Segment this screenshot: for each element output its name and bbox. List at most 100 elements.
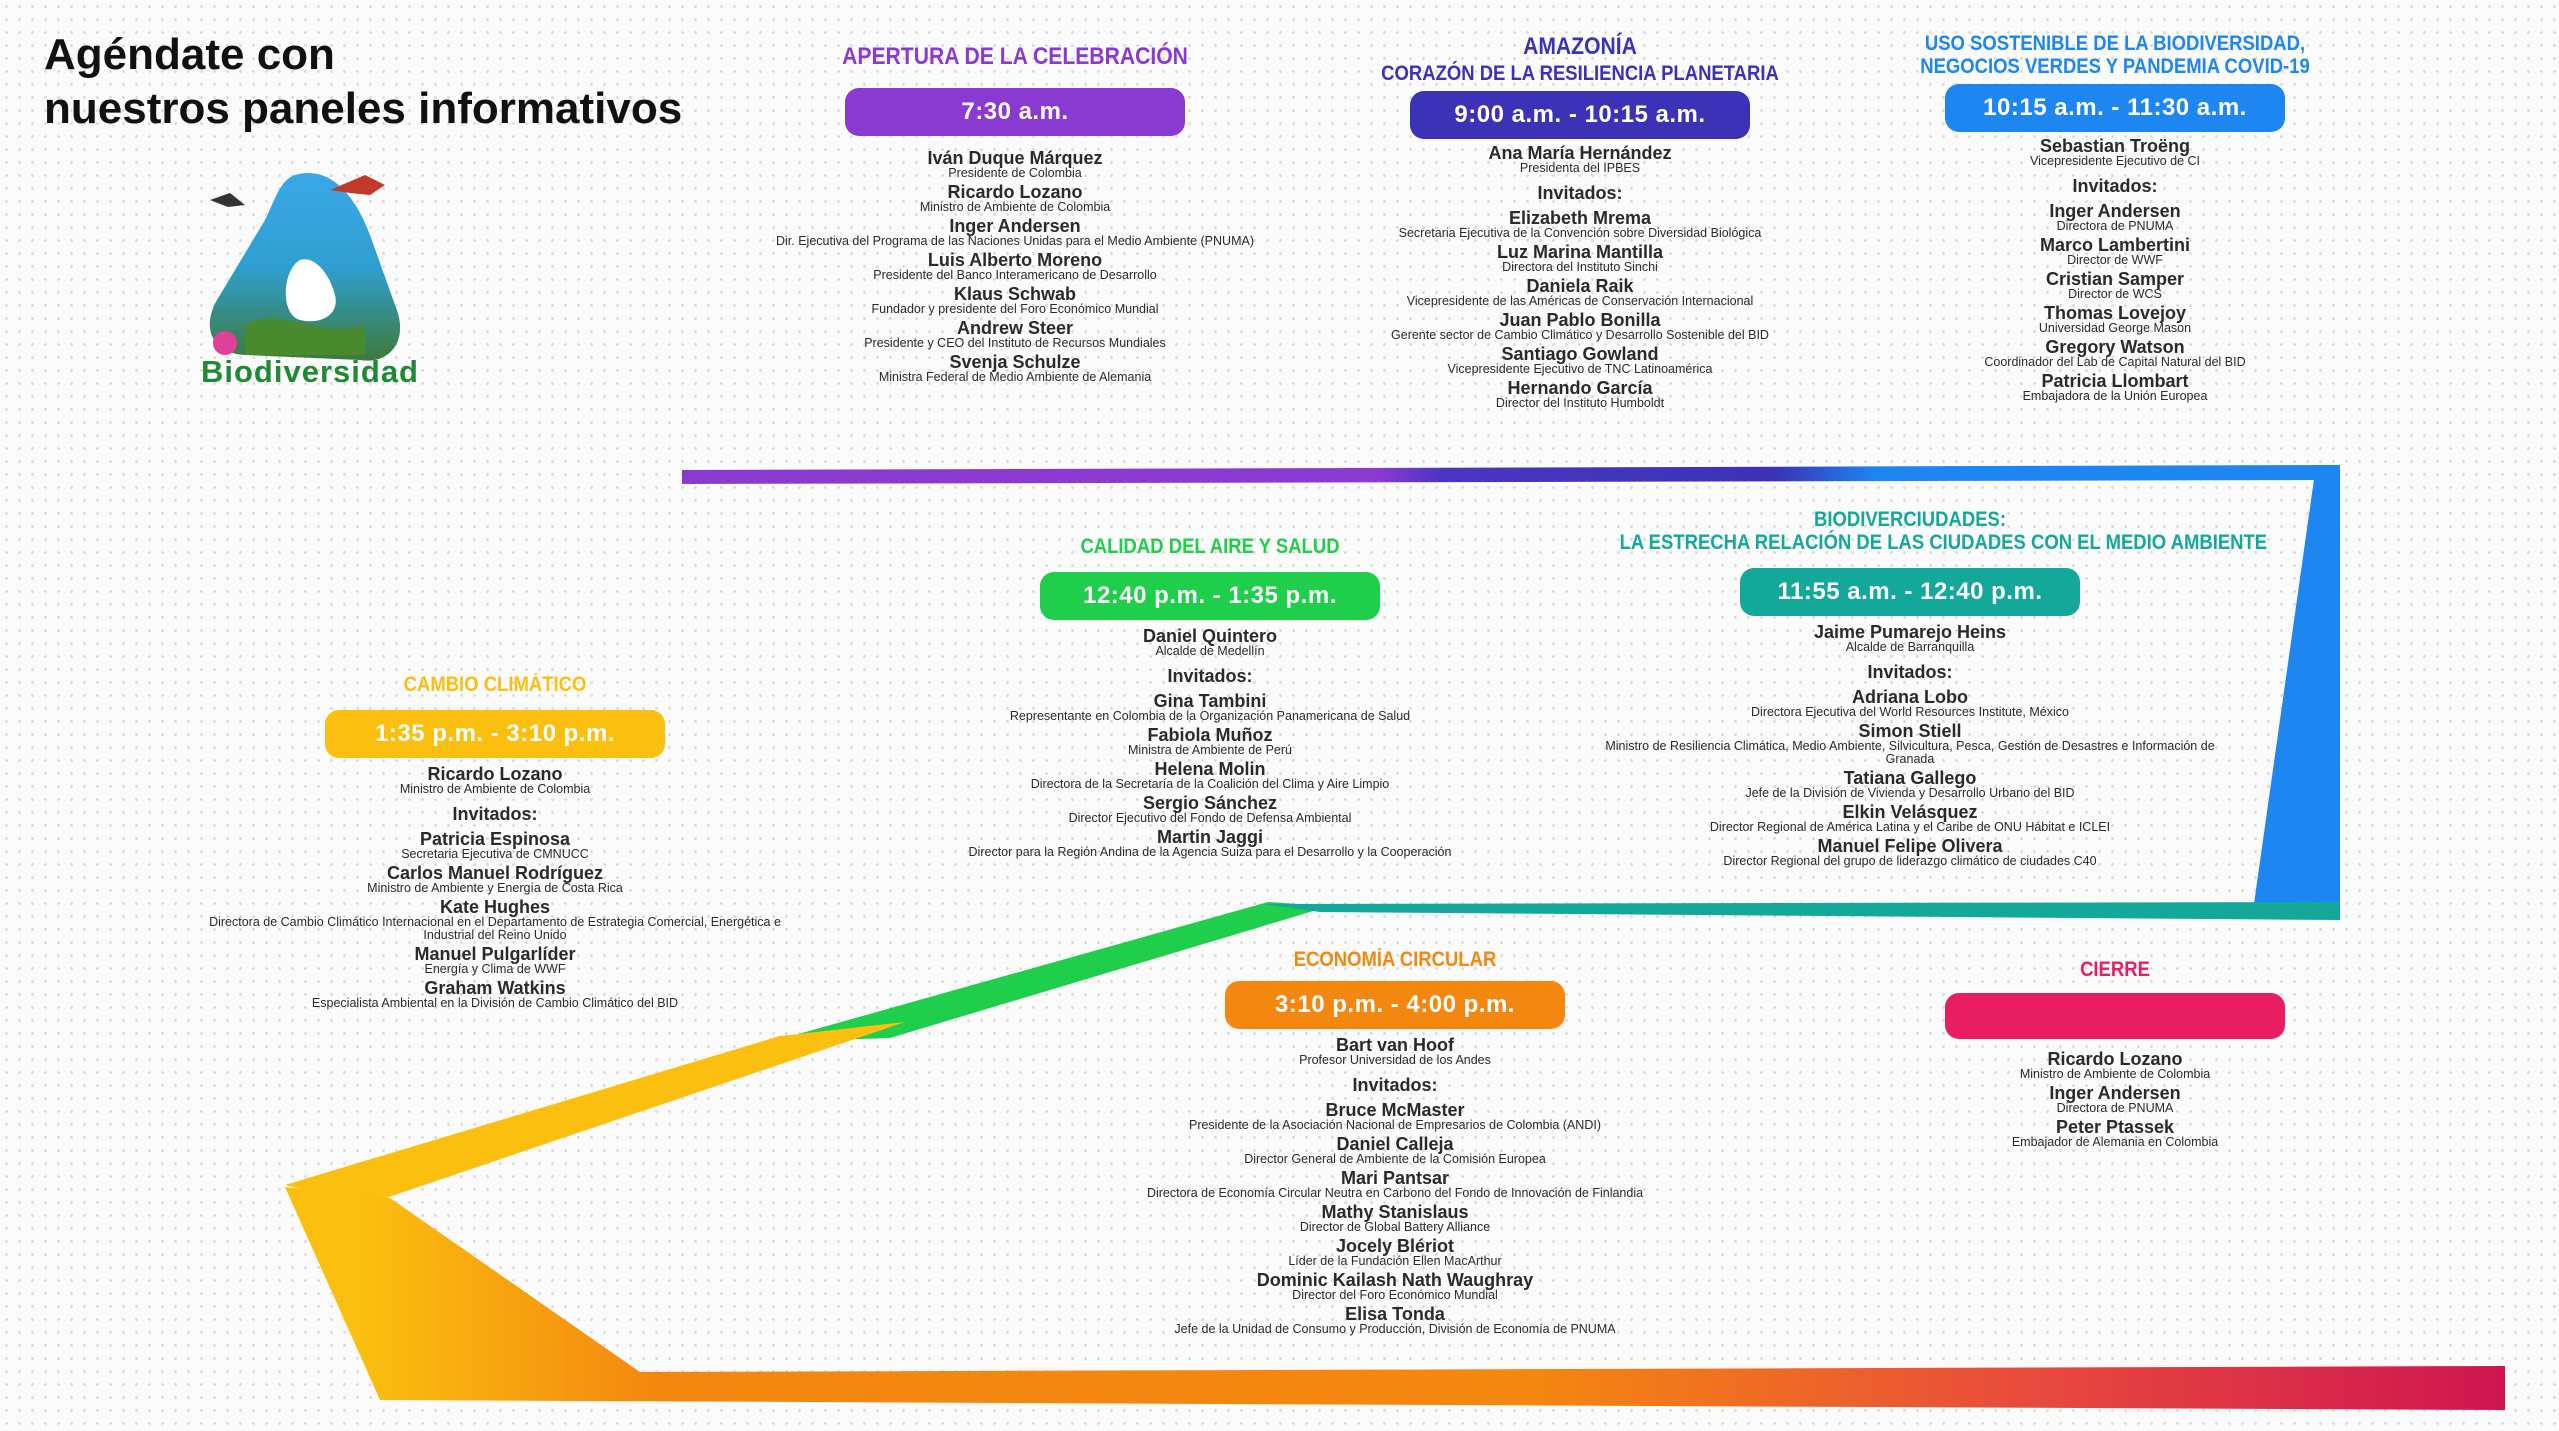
band-bottom xyxy=(285,1187,2505,1410)
speaker-name: Sebastian Troëng xyxy=(2039,136,2191,156)
panel-title: BIODIVERCIUDADES: xyxy=(1813,508,2007,531)
speaker-name: Martin Jaggi xyxy=(1156,827,1263,847)
speaker-name: Marco Lambertini xyxy=(2039,235,2191,255)
speaker-role: Director de Global Battery Alliance xyxy=(1299,1220,1491,1234)
speaker-role: Profesor Universidad de los Andes xyxy=(1299,1053,1491,1067)
band-top xyxy=(682,465,2340,484)
speaker-role: Director Regional del grupo de liderazgo… xyxy=(1723,854,2097,868)
speaker-name: Adriana Lobo xyxy=(1852,687,1968,707)
panel-title: CIERRE xyxy=(2080,958,2150,981)
speaker-name: Elisa Tonda xyxy=(1345,1304,1445,1324)
speaker-role: Director para la Región Andina de la Age… xyxy=(968,845,1452,859)
speaker-role: Director de WCS xyxy=(2068,287,2162,301)
speaker-role: Directora de PNUMA xyxy=(2056,1101,2174,1115)
speaker-name: Ricardo Lozano xyxy=(947,182,1083,202)
band-green-diagonal xyxy=(770,902,1330,1042)
heading-line-1: Agéndate con xyxy=(44,30,335,79)
speaker-name: Manuel Felipe Olivera xyxy=(1817,836,2003,856)
panel-title: AMAZONÍA xyxy=(1523,33,1637,60)
speaker-role: Directora de Cambio Climático Internacio… xyxy=(209,915,781,942)
panel-cambio-climatico: CAMBIO CLIMÁTICO 1:35 p.m. - 3:10 p.m. R… xyxy=(200,673,790,1014)
panel-title: CAMBIO CLIMÁTICO xyxy=(403,673,587,696)
speaker-role: Presidente del Banco Interamericano de D… xyxy=(873,268,1157,282)
speaker-role: Ministro de Ambiente y Energía de Costa … xyxy=(367,881,623,895)
speaker-name: Iván Duque Márquez xyxy=(927,148,1103,168)
speaker-role: Alcalde de Medellín xyxy=(1155,644,1265,658)
panel-calidad-aire: CALIDAD DEL AIRE Y SALUD 12:40 p.m. - 1:… xyxy=(900,535,1520,863)
speaker-role: Directora de Economía Circular Neutra en… xyxy=(1146,1186,1644,1200)
invited-label: Invitados: xyxy=(1867,662,1953,682)
speaker-role: Representante en Colombia de la Organiza… xyxy=(1009,709,1411,723)
speaker-role: Embajador de Alemania en Colombia xyxy=(2011,1135,2219,1149)
time-pill xyxy=(1945,993,2285,1039)
speaker-name: Ana María Hernández xyxy=(1488,143,1672,163)
flower-icon xyxy=(213,331,237,355)
speaker-name: Thomas Lovejoy xyxy=(2043,303,2187,323)
speaker-name: Gregory Watson xyxy=(2045,337,2185,357)
speaker-role: Jefe de la División de Vivienda y Desarr… xyxy=(1745,786,2075,800)
invited-label: Invitados: xyxy=(1352,1075,1438,1095)
speaker-role: Secretaria Ejecutiva de la Convención so… xyxy=(1398,226,1762,240)
speaker-role: Ministra de Ambiente de Perú xyxy=(1128,743,1292,757)
speaker-name: Luis Alberto Moreno xyxy=(927,250,1103,270)
biodiversidad-logo xyxy=(209,173,401,361)
speaker-role: Presidente y CEO del Instituto de Recurs… xyxy=(864,336,1166,350)
panel-subtitle: NEGOCIOS VERDES Y PANDEMIA COVID-19 xyxy=(1920,55,2310,78)
speaker-name: Jocely Blériot xyxy=(1335,1236,1455,1256)
panel-biodiverciudades: BIODIVERCIUDADES: LA ESTRECHA RELACIÓN D… xyxy=(1580,508,2267,872)
speaker-role: Directora de la Secretaría de la Coalici… xyxy=(1030,777,1390,791)
speaker-name: Inger Andersen xyxy=(2049,1083,2181,1103)
speaker-role: Coordinador del Lab de Capital Natural d… xyxy=(1984,355,2246,369)
speaker-role: Ministra Federal de Medio Ambiente de Al… xyxy=(878,370,1152,384)
speaker-role: Presidente de la Asociación Nacional de … xyxy=(1188,1118,1601,1132)
time-pill: 11:55 a.m. - 12:40 p.m. xyxy=(1740,568,2080,616)
speaker-role: Presidente de Colombia xyxy=(948,166,1082,180)
speaker-name: Tatiana Gallego xyxy=(1843,768,1977,788)
panel-title: ECONOMÍA CIRCULAR xyxy=(1293,948,1497,971)
panel-amazonia: AMAZONÍA CORAZÓN DE LA RESILIENCIA PLANE… xyxy=(1310,34,1850,414)
speaker-role: Ministro de Ambiente de Colombia xyxy=(919,200,1111,214)
speaker-role: Gerente sector de Cambio Climático y Des… xyxy=(1391,328,1769,342)
speaker-role: Secretaria Ejecutiva de CMNUCC xyxy=(401,847,589,861)
panel-title: CALIDAD DEL AIRE Y SALUD xyxy=(1080,535,1340,558)
speaker-name: Fabiola Muñoz xyxy=(1147,725,1273,745)
speaker-role: Energía y Clima de WWF xyxy=(424,962,566,976)
speaker-role: Director General de Ambiente de la Comis… xyxy=(1244,1152,1546,1166)
speaker-role: Presidenta del IPBES xyxy=(1519,161,1641,175)
speaker-role: Jefe de la Unidad de Consumo y Producció… xyxy=(1174,1322,1616,1336)
speaker-role: Director del Instituto Humboldt xyxy=(1495,396,1665,410)
speaker-name: Ricardo Lozano xyxy=(2047,1049,2183,1069)
speaker-name: Ricardo Lozano xyxy=(427,764,563,784)
speaker-name: Jaime Pumarejo Heins xyxy=(1813,622,2007,642)
speaker-name: Cristian Samper xyxy=(2045,269,2185,289)
speaker-name: Helena Molin xyxy=(1154,759,1266,779)
band-middle xyxy=(1262,902,2340,920)
time-pill: 9:00 a.m. - 10:15 a.m. xyxy=(1410,91,1750,139)
